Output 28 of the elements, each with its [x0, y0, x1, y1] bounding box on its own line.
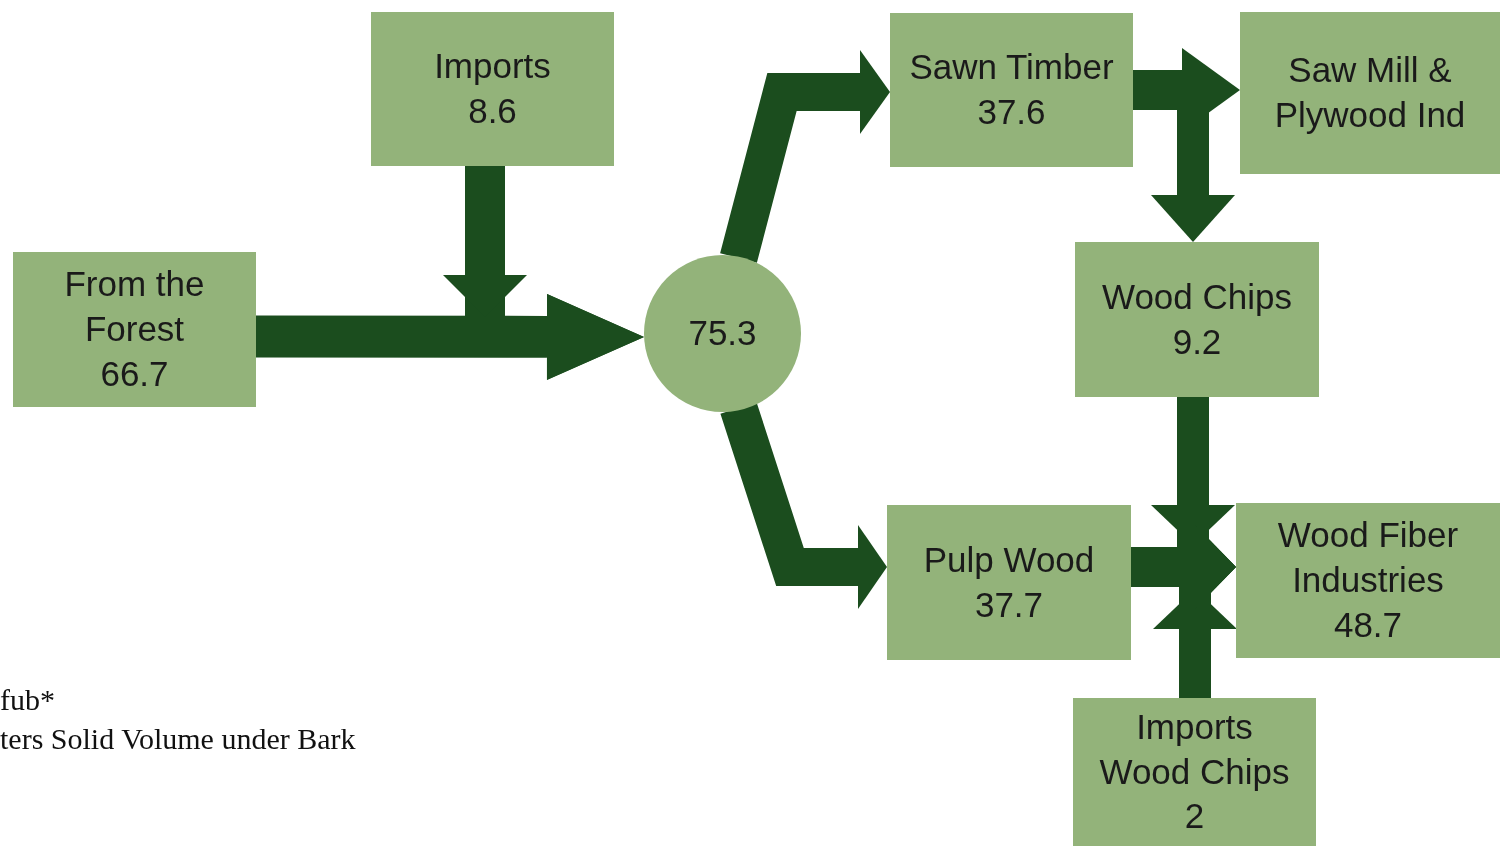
- node-text: Wood Fiber Industries: [1276, 514, 1460, 602]
- flow-box: [1075, 242, 1319, 397]
- note-text: ters Solid Volume under Bark: [0, 722, 356, 756]
- node-text: Pulp Wood: [923, 538, 1095, 581]
- flow-box: [371, 12, 614, 166]
- flow-arrow: [720, 50, 890, 263]
- node-text: From the Forest: [63, 263, 206, 351]
- node-text: 48.7: [1333, 603, 1403, 646]
- node-text: 66.7: [100, 352, 169, 395]
- flow-arrow: [720, 402, 887, 609]
- flow-box: [890, 13, 1133, 167]
- node-text: Imports: [434, 45, 551, 88]
- node-text: 8.6: [468, 90, 517, 132]
- node-text: Wood Chips: [1102, 275, 1292, 318]
- flow-box: [13, 252, 256, 407]
- node-text: 9.2: [1172, 320, 1222, 363]
- node-text: Saw Mill & Plywood Ind: [1273, 49, 1467, 136]
- flow-box: [1073, 698, 1316, 846]
- node-text: 75.3: [688, 312, 757, 355]
- flow-box: [1236, 503, 1500, 658]
- node-text: Imports Wood Chips: [1098, 705, 1291, 793]
- node-text: 37.6: [977, 91, 1046, 133]
- note-text: fub*: [0, 683, 55, 717]
- flow-box: [887, 505, 1131, 660]
- node-text: Sawn Timber: [909, 46, 1114, 89]
- node-text: 2: [1184, 795, 1205, 838]
- flow-box: [1240, 12, 1500, 174]
- node-text: 37.7: [974, 583, 1044, 626]
